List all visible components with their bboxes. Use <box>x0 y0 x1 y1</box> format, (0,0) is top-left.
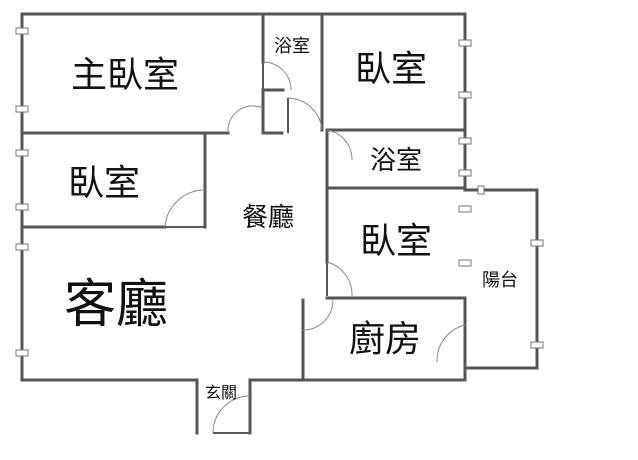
window-left-1 <box>15 27 29 35</box>
bathroom-top-label: 浴室 <box>274 36 310 57</box>
window-left-4 <box>15 203 29 211</box>
master-bedroom-door-icon <box>227 105 264 134</box>
window-balcony-top <box>477 185 485 195</box>
balcony-door-icon <box>436 324 466 363</box>
windows <box>15 27 544 357</box>
hall-door-top-icon <box>287 97 323 133</box>
bathroom-mid-door-icon <box>326 129 353 161</box>
bedroom-mid-right-label: 臥室 <box>360 221 432 262</box>
bathroom-mid-label: 浴室 <box>370 146 422 176</box>
window-left-3 <box>15 149 29 157</box>
master-bedroom-label: 主臥室 <box>71 55 179 96</box>
window-left-5 <box>15 243 29 251</box>
bedroom-left-door-icon <box>164 189 206 228</box>
window-right-6 <box>458 259 472 267</box>
window-right-2 <box>458 91 472 99</box>
window-right-3 <box>458 137 472 145</box>
kitchen-label: 廚房 <box>349 319 421 360</box>
window-balcony-1 <box>530 239 544 247</box>
bedroom-mid-door-icon <box>326 261 353 297</box>
window-balcony-2 <box>530 341 544 349</box>
kitchen-door-icon <box>302 299 334 331</box>
bedroom-left-label: 臥室 <box>68 163 140 204</box>
entrance-door-icon <box>212 395 251 434</box>
window-left-2 <box>15 105 29 113</box>
window-right-4 <box>458 169 472 177</box>
balcony-label: 陽台 <box>482 270 518 291</box>
room-labels: 主臥室 浴室 臥室 浴室 臥室 餐廳 臥室 客廳 陽台 廚房 玄關 <box>64 36 518 402</box>
doors <box>164 61 466 434</box>
window-left-6 <box>15 349 29 357</box>
living-room-label: 客廳 <box>64 275 168 335</box>
dining-room-label: 餐廳 <box>242 203 294 233</box>
bathroom-top-door-icon <box>262 61 292 91</box>
entrance-label: 玄關 <box>205 383 237 402</box>
window-right-5 <box>458 205 472 213</box>
window-right-1 <box>458 39 472 47</box>
bedroom-top-right-label: 臥室 <box>355 49 427 90</box>
